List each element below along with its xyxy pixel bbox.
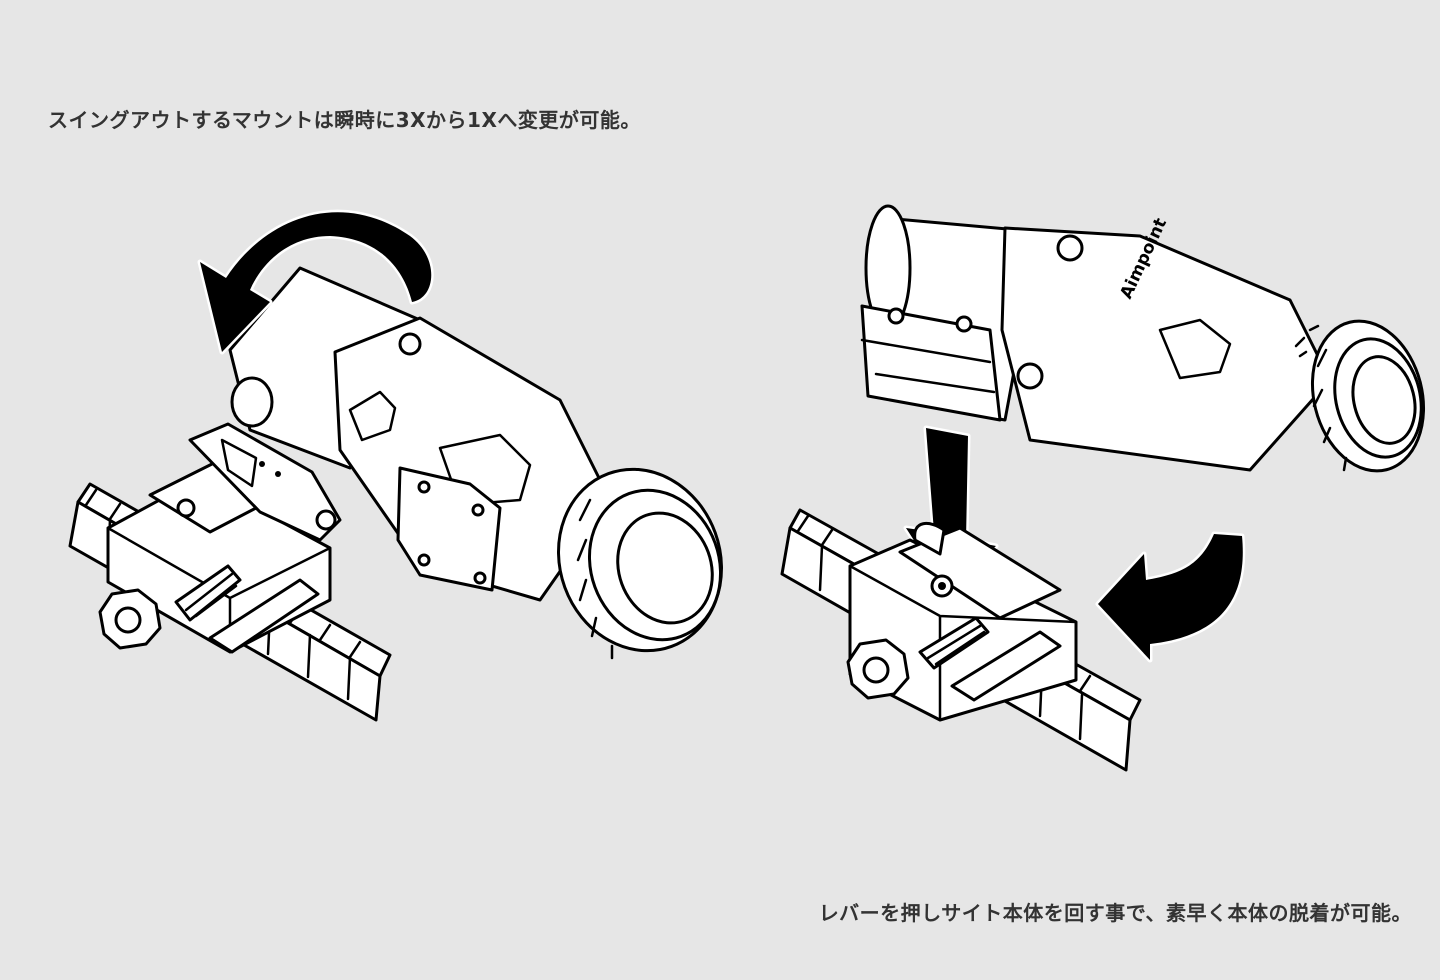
left-mount-base — [106, 448, 332, 654]
detach-magnifier-figure: Aimpoint — [780, 204, 1426, 772]
caption-detach: レバーを押しサイト本体を回す事で、素早く本体の脱着が可能。 — [818, 901, 1412, 925]
left-magnifier-body — [228, 266, 723, 660]
right-magnifier-body: Aimpoint — [860, 204, 1426, 473]
right-rotate-arrow — [1095, 531, 1246, 663]
swing-out-magnifier-figure — [68, 209, 723, 722]
left-throw-nut — [98, 588, 162, 650]
right-throw-nut — [846, 638, 910, 700]
left-hinge-arm — [188, 422, 342, 542]
caption-swing-out: スイングアウトするマウントは瞬時に3Xから1Xへ変更が可能。 — [48, 108, 641, 132]
left-rotate-arrow — [197, 209, 434, 355]
